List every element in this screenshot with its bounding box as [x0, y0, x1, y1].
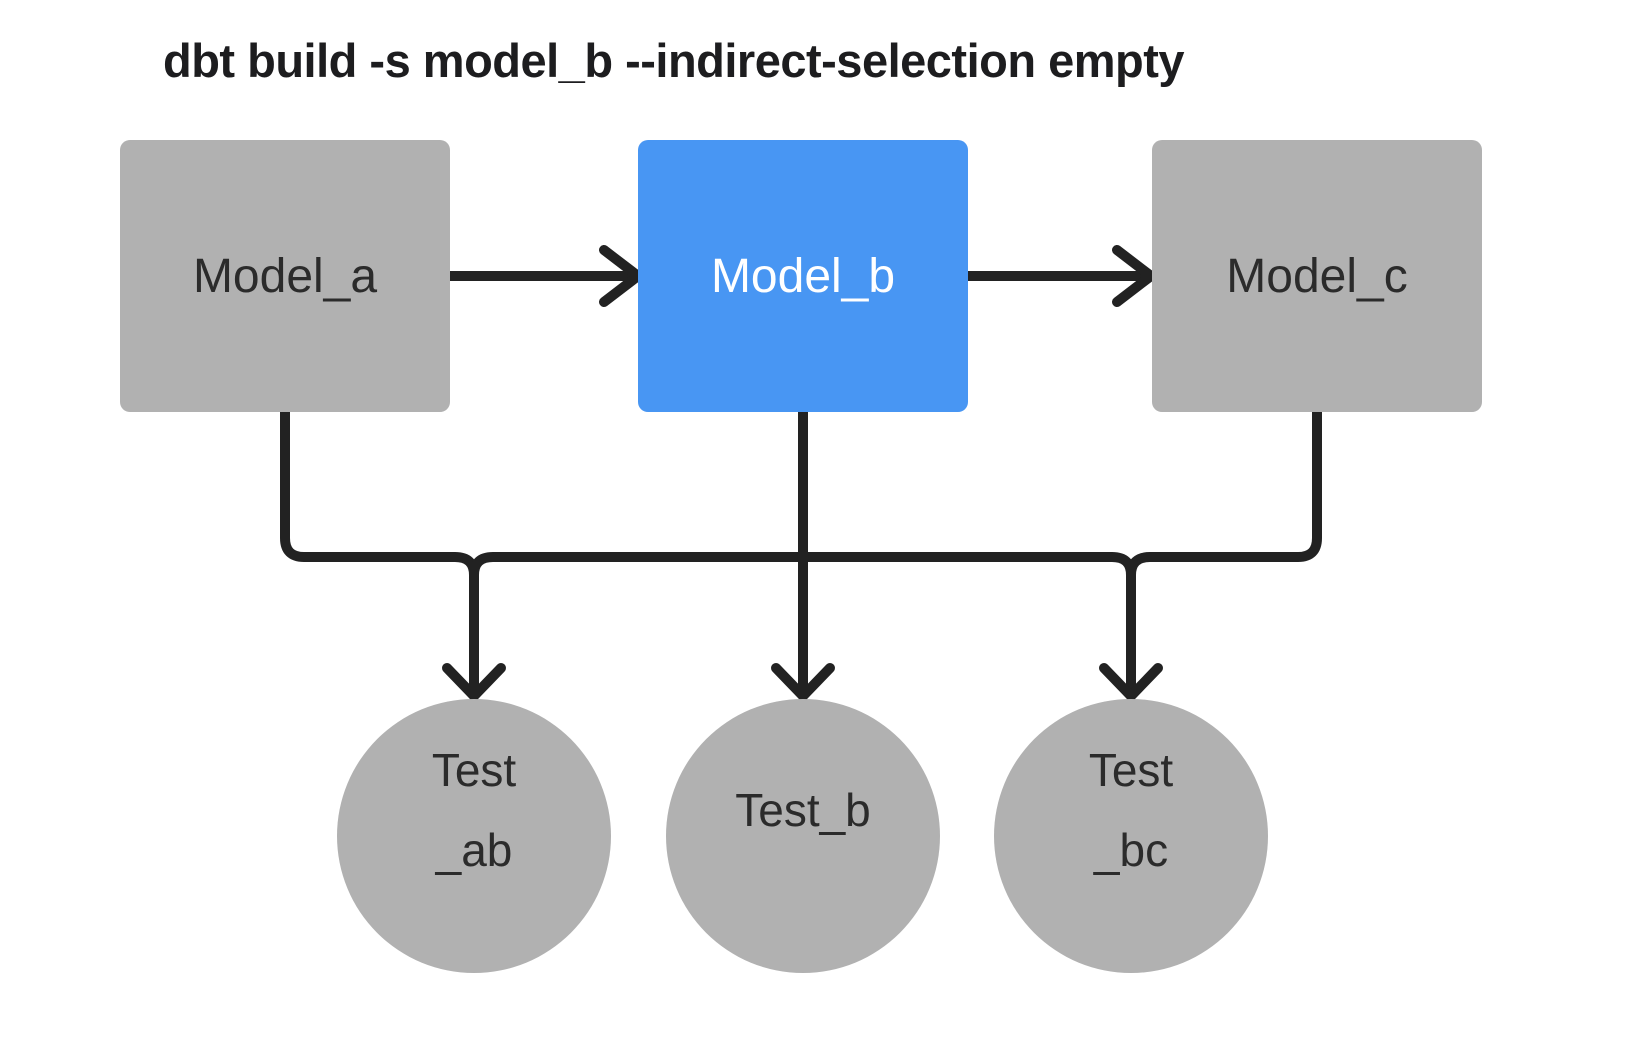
node-test-b-label: Test_b	[735, 784, 871, 836]
node-test-b: Test_b	[666, 699, 940, 973]
diagram-title: dbt build -s model_b --indirect-selectio…	[163, 34, 1185, 87]
node-test-bc: Test _bc	[994, 699, 1268, 973]
node-model-a: Model_a	[120, 140, 450, 412]
edge-model-a-to-test-ab	[280, 403, 479, 695]
node-model-b: Model_b	[638, 140, 968, 412]
arrowhead-model-c-icon	[1112, 245, 1156, 307]
node-model-c: Model_c	[1152, 140, 1482, 412]
node-model-c-label: Model_c	[1226, 249, 1408, 303]
node-model-b-label: Model_b	[710, 249, 896, 303]
arrowhead-test-ab-icon	[442, 663, 506, 701]
node-model-a-label: Model_a	[192, 249, 378, 303]
node-test-bc-label: Test _bc	[1088, 744, 1174, 876]
arrowhead-test-b-icon	[771, 663, 835, 701]
node-test-ab: Test _ab	[337, 699, 611, 973]
arrowhead-test-bc-icon	[1099, 663, 1163, 701]
node-test-ab-label: Test _ab	[431, 744, 517, 876]
edge-model-c-to-test-bc	[1126, 403, 1322, 580]
